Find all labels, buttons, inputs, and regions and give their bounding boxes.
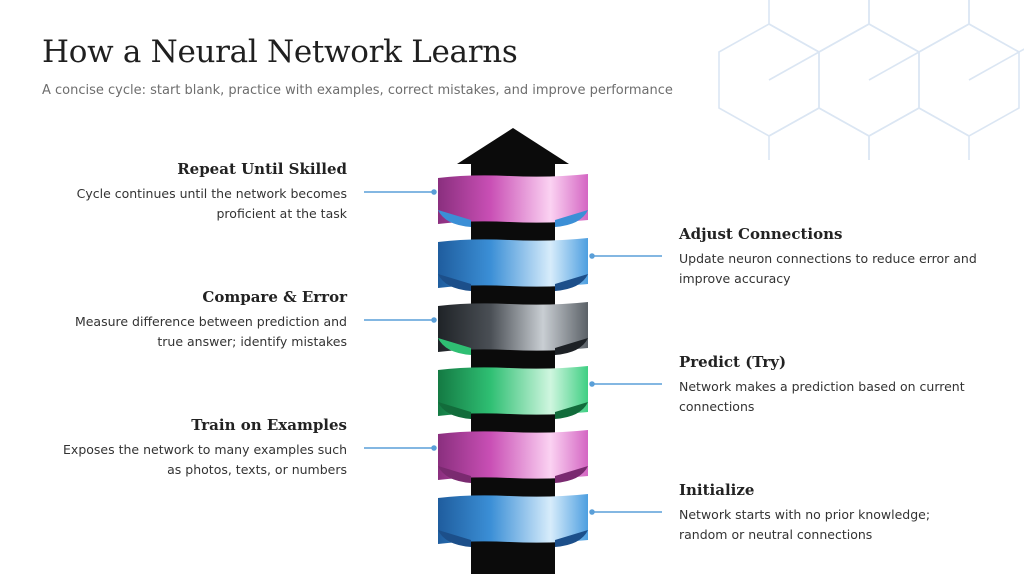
- arrow-head: [457, 128, 569, 164]
- step-repeat-until-skilled: Repeat Until Skilled Cycle continues unt…: [47, 160, 347, 224]
- step-description: Update neuron connections to reduce erro…: [679, 251, 977, 286]
- ribbon-initialize: [438, 494, 588, 547]
- ribbon-compare-error: [438, 302, 588, 355]
- step-title: Compare & Error: [202, 288, 347, 306]
- step-description: Network starts with no prior knowledge; …: [679, 507, 931, 542]
- step-title: Initialize: [679, 481, 755, 499]
- page-subtitle: A concise cycle: start blank, practice w…: [42, 83, 673, 98]
- step-compare-error: Compare & Error Measure difference betwe…: [47, 288, 347, 352]
- step-initialize: Initialize Network starts with no prior …: [679, 481, 979, 545]
- step-title: Repeat Until Skilled: [177, 160, 347, 178]
- step-title: Adjust Connections: [679, 225, 843, 243]
- step-description: Network makes a prediction based on curr…: [679, 379, 965, 414]
- ribbon-adjust-connections: [438, 238, 588, 291]
- step-title: Train on Examples: [191, 416, 347, 434]
- ribbon-predict: [438, 366, 588, 419]
- ribbon-train-on-examples: [438, 430, 588, 483]
- step-description: Measure difference between prediction an…: [74, 314, 347, 349]
- page-title: How a Neural Network Learns: [42, 34, 518, 70]
- step-train-on-examples: Train on Examples Exposes the network to…: [47, 416, 347, 480]
- step-description: Cycle continues until the network become…: [76, 186, 347, 221]
- step-adjust-connections: Adjust Connections Update neuron connect…: [679, 225, 979, 289]
- ribbon-repeat-until-skilled: [438, 174, 588, 227]
- hexagon-pattern: [718, 0, 1024, 160]
- step-predict: Predict (Try) Network makes a prediction…: [679, 353, 979, 417]
- step-title: Predict (Try): [679, 353, 787, 371]
- step-description: Exposes the network to many examples suc…: [63, 442, 347, 477]
